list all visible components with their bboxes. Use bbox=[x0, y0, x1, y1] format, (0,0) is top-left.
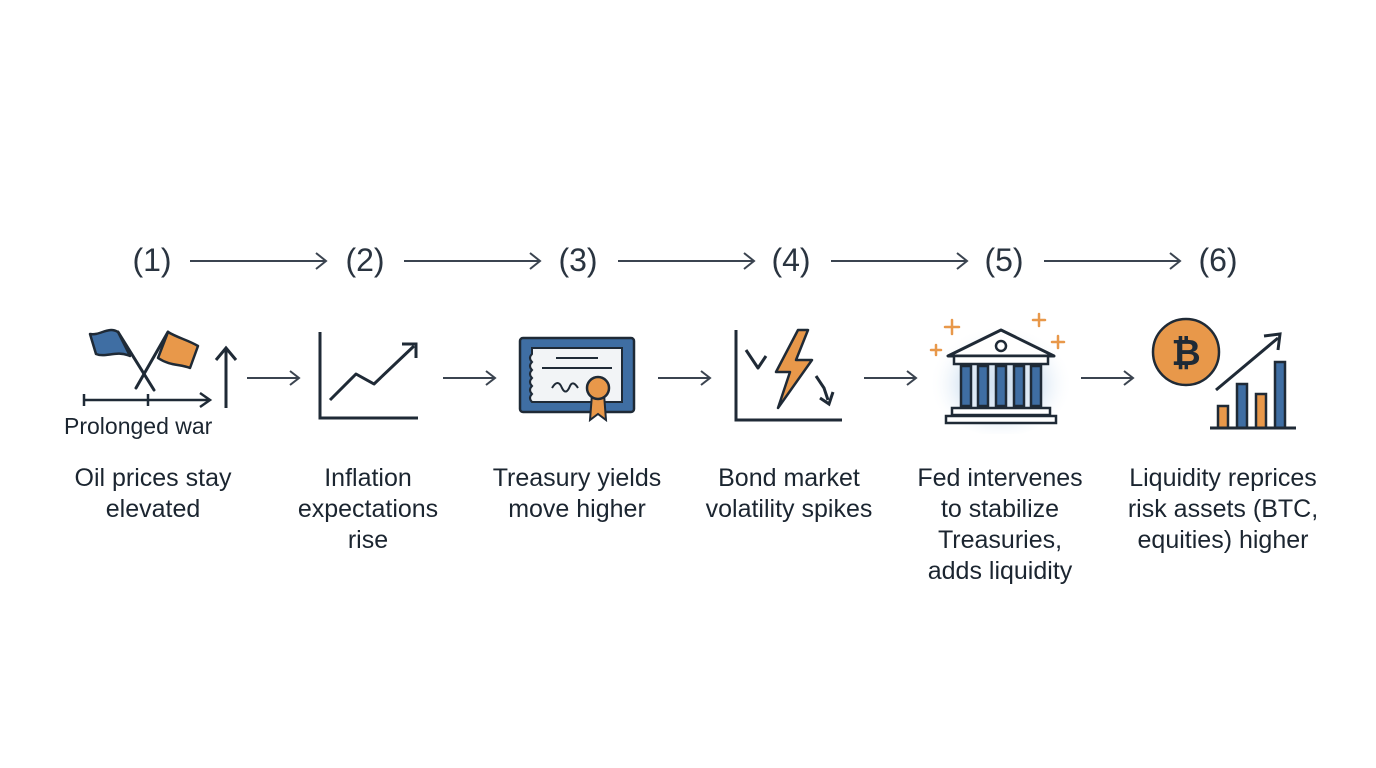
step-5-caption: Fed intervenes to stabilize Treasuries, … bbox=[917, 464, 1083, 585]
top-arrow-1-2 bbox=[190, 252, 328, 270]
mid-arrow-5-6 bbox=[1081, 370, 1135, 386]
top-arrow-2-3 bbox=[404, 252, 542, 270]
step-6-caption: Liquidity reprices risk assets (BTC, equ… bbox=[1127, 464, 1319, 554]
step-4-caption: Bond market volatility spikes bbox=[705, 464, 873, 523]
step-number-6: (6) bbox=[1198, 242, 1238, 278]
mid-arrow-1-2 bbox=[247, 370, 301, 386]
step-2-caption: Inflation expectations rise bbox=[297, 464, 439, 554]
top-arrow-5-6 bbox=[1044, 252, 1182, 270]
crossed-flags-icon bbox=[82, 328, 238, 409]
step-number-2: (2) bbox=[345, 242, 385, 278]
mid-arrow-3-4 bbox=[658, 370, 712, 386]
step-1-caption: Oil prices stay elevated bbox=[74, 464, 232, 523]
rising-line-chart-icon bbox=[318, 332, 418, 420]
central-bank-icon bbox=[929, 312, 1073, 434]
top-arrow-3-4 bbox=[618, 252, 756, 270]
step-number-3: (3) bbox=[558, 242, 598, 278]
mid-arrow-2-3 bbox=[443, 370, 497, 386]
lightning-volatility-icon bbox=[734, 328, 842, 422]
top-arrow-4-5 bbox=[831, 252, 969, 270]
mid-arrow-4-5 bbox=[864, 370, 918, 386]
step-number-1: (1) bbox=[132, 242, 172, 278]
step-1-sublabel: Prolonged war bbox=[64, 413, 213, 439]
bitcoin-rising-bars-icon: ₿ bbox=[1151, 317, 1296, 430]
step-3-caption: Treasury yields move higher bbox=[492, 464, 662, 523]
step-number-4: (4) bbox=[771, 242, 811, 278]
treasury-certificate-icon bbox=[518, 336, 636, 422]
step-number-5: (5) bbox=[984, 242, 1024, 278]
svg-text:₿: ₿ bbox=[1171, 333, 1200, 374]
